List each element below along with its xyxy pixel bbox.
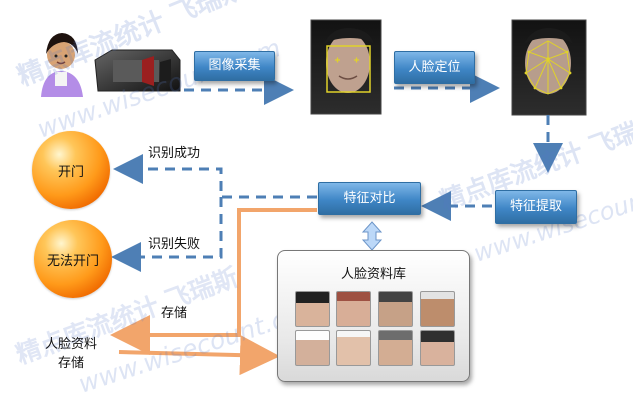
capture-device-icon xyxy=(94,49,181,92)
face-db-title: 人脸资料库 xyxy=(340,267,406,282)
arrow-compare-to-open xyxy=(113,154,317,199)
face-locate-box: 人脸定位 xyxy=(394,51,475,84)
db-face-thumb-6 xyxy=(336,330,371,366)
double-arrow-icon xyxy=(361,221,383,251)
recognize-fail-label: 识别失败 xyxy=(148,237,201,252)
face-photo-detected-icon xyxy=(310,19,382,115)
arrow-compare-to-fail xyxy=(111,197,223,272)
db-face-thumb-8 xyxy=(420,330,455,366)
arrow-face-data-to-db xyxy=(118,335,280,376)
no-open-door-orb: 无法开门 xyxy=(34,220,112,298)
no-open-door-label: 无法开门 xyxy=(46,253,99,269)
image-capture-box: 图像采集 xyxy=(194,51,275,81)
db-face-thumb-5 xyxy=(295,330,330,366)
db-face-thumb-2 xyxy=(336,291,371,327)
face-data-store-line-1: 人脸资料 xyxy=(45,337,98,352)
db-face-thumb-1 xyxy=(295,291,330,327)
user-avatar-icon xyxy=(41,33,83,97)
db-face-thumb-3 xyxy=(378,291,413,327)
face-locate-label: 人脸定位 xyxy=(408,59,461,75)
arrow-store-to-face-data xyxy=(110,208,317,355)
face-photo-mesh-icon xyxy=(511,19,587,116)
store-label: 存储 xyxy=(161,306,188,321)
open-door-orb: 开门 xyxy=(32,131,110,209)
feature-compare-label: 特征对比 xyxy=(343,190,396,206)
image-capture-label: 图像采集 xyxy=(208,58,261,73)
open-door-label: 开门 xyxy=(57,164,84,180)
face-db-panel: 人脸资料库 xyxy=(277,250,470,382)
face-data-store-text: 人脸资料 存储 xyxy=(45,337,97,372)
db-face-thumb-7 xyxy=(378,330,413,366)
feature-extract-label: 特征提取 xyxy=(509,199,562,214)
feature-compare-box: 特征对比 xyxy=(318,182,421,215)
feature-extract-box: 特征提取 xyxy=(495,190,577,224)
recognize-success-label: 识别成功 xyxy=(148,146,201,161)
face-data-store-line-2: 存储 xyxy=(58,356,85,371)
db-face-thumb-4 xyxy=(420,291,455,327)
